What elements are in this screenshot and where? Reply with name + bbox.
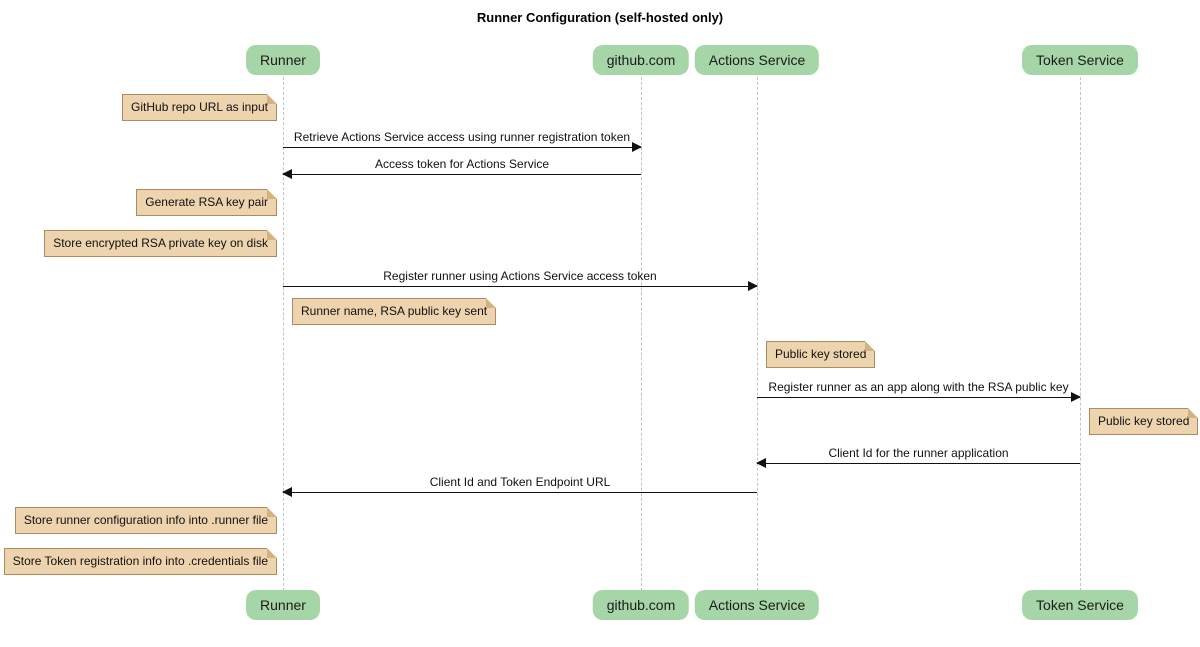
message-label: Access token for Actions Service — [374, 157, 550, 171]
arrowhead-right-icon — [1071, 392, 1081, 402]
participant-actions-service-top: Actions Service — [694, 45, 820, 75]
participant-token-service-bottom: Token Service — [1022, 590, 1138, 620]
diagram-title: Runner Configuration (self-hosted only) — [476, 10, 724, 25]
message-client-id: Client Id for the runner application — [756, 445, 1080, 468]
lifeline-actions-service — [757, 77, 758, 591]
arrowhead-left-icon — [282, 487, 292, 497]
participant-runner-bottom: Runner — [246, 590, 320, 620]
message-label: Register runner using Actions Service ac… — [383, 269, 657, 283]
message-label: Register runner as an app along with the… — [768, 380, 1069, 394]
participant-actions-service-bottom: Actions Service — [694, 590, 820, 620]
message-register-runner-app: Register runner as an app along with the… — [757, 379, 1081, 402]
participant-token-service-top: Token Service — [1022, 45, 1138, 75]
lifeline-runner — [283, 77, 284, 591]
note-public-key-stored-as: Public key stored — [766, 341, 876, 368]
participant-github-com-bottom: github.com — [592, 590, 690, 620]
lifeline-token-service — [1080, 77, 1081, 591]
note-store-credentials: Store Token registration info into .cred… — [3, 548, 278, 575]
message-label: Retrieve Actions Service access using ru… — [293, 130, 631, 144]
note-store-runner-file: Store runner configuration info into .ru… — [14, 507, 278, 534]
arrowhead-left-icon — [282, 169, 292, 179]
note-runner-name-sent: Runner name, RSA public key sent — [292, 298, 497, 325]
arrowhead-right-icon — [748, 281, 758, 291]
message-label: Client Id and Token Endpoint URL — [429, 475, 611, 489]
note-public-key-stored-ts: Public key stored — [1089, 408, 1199, 435]
note-github-repo-url: GitHub repo URL as input — [122, 94, 277, 121]
message-access-token: Access token for Actions Service — [282, 156, 641, 179]
participant-runner-top: Runner — [246, 45, 320, 75]
message-label: Client Id for the runner application — [828, 446, 1009, 460]
note-generate-rsa: Generate RSA key pair — [136, 189, 277, 216]
message-client-id-endpoint: Client Id and Token Endpoint URL — [282, 474, 757, 497]
note-store-private-key: Store encrypted RSA private key on disk — [44, 230, 277, 257]
arrowhead-left-icon — [756, 458, 766, 468]
participant-github-com-top: github.com — [592, 45, 690, 75]
message-retrieve-actions-access: Retrieve Actions Service access using ru… — [283, 129, 642, 152]
arrowhead-right-icon — [632, 142, 642, 152]
lifeline-github-com — [641, 77, 642, 591]
message-register-runner: Register runner using Actions Service ac… — [283, 268, 758, 291]
